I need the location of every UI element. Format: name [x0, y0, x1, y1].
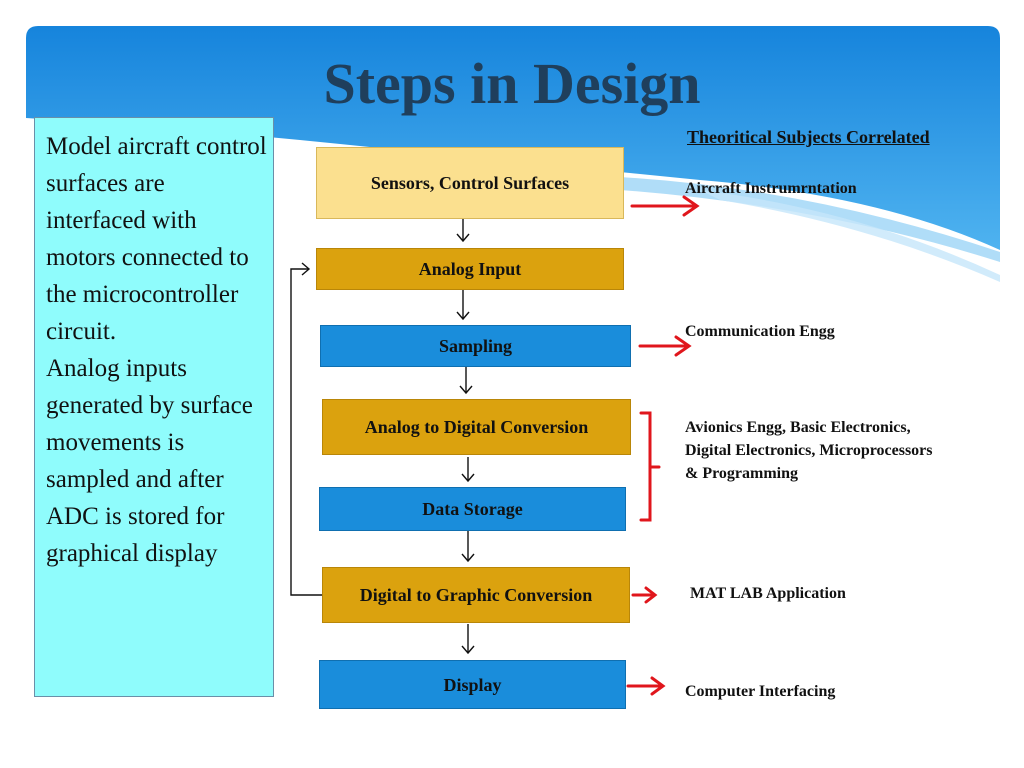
- description-box: Model aircraft control surfaces are inte…: [34, 117, 274, 697]
- subject-interfacing: Computer Interfacing: [685, 683, 836, 700]
- display-box: Display: [319, 660, 626, 709]
- subject-avionics: Avionics Engg, Basic Electronics, Digita…: [685, 419, 933, 482]
- page-title: Steps in Design: [323, 51, 701, 116]
- sensors-box: Sensors, Control Surfaces: [316, 147, 624, 219]
- data-storage-box: Data Storage: [319, 487, 626, 531]
- sampling-box: Sampling: [320, 325, 631, 367]
- analog-input-box: Analog Input: [316, 248, 624, 290]
- subject-matlab: MAT LAB Application: [690, 585, 846, 602]
- digital-graphic-box: Digital to Graphic Conversion: [322, 567, 630, 623]
- subject-communication: Communication Engg: [685, 323, 835, 340]
- subjects-header: Theoritical Subjects Correlated: [687, 127, 930, 147]
- adc-box: Analog to Digital Conversion: [322, 399, 631, 455]
- subject-aircraft: Aircraft Instrumrntation: [685, 180, 857, 197]
